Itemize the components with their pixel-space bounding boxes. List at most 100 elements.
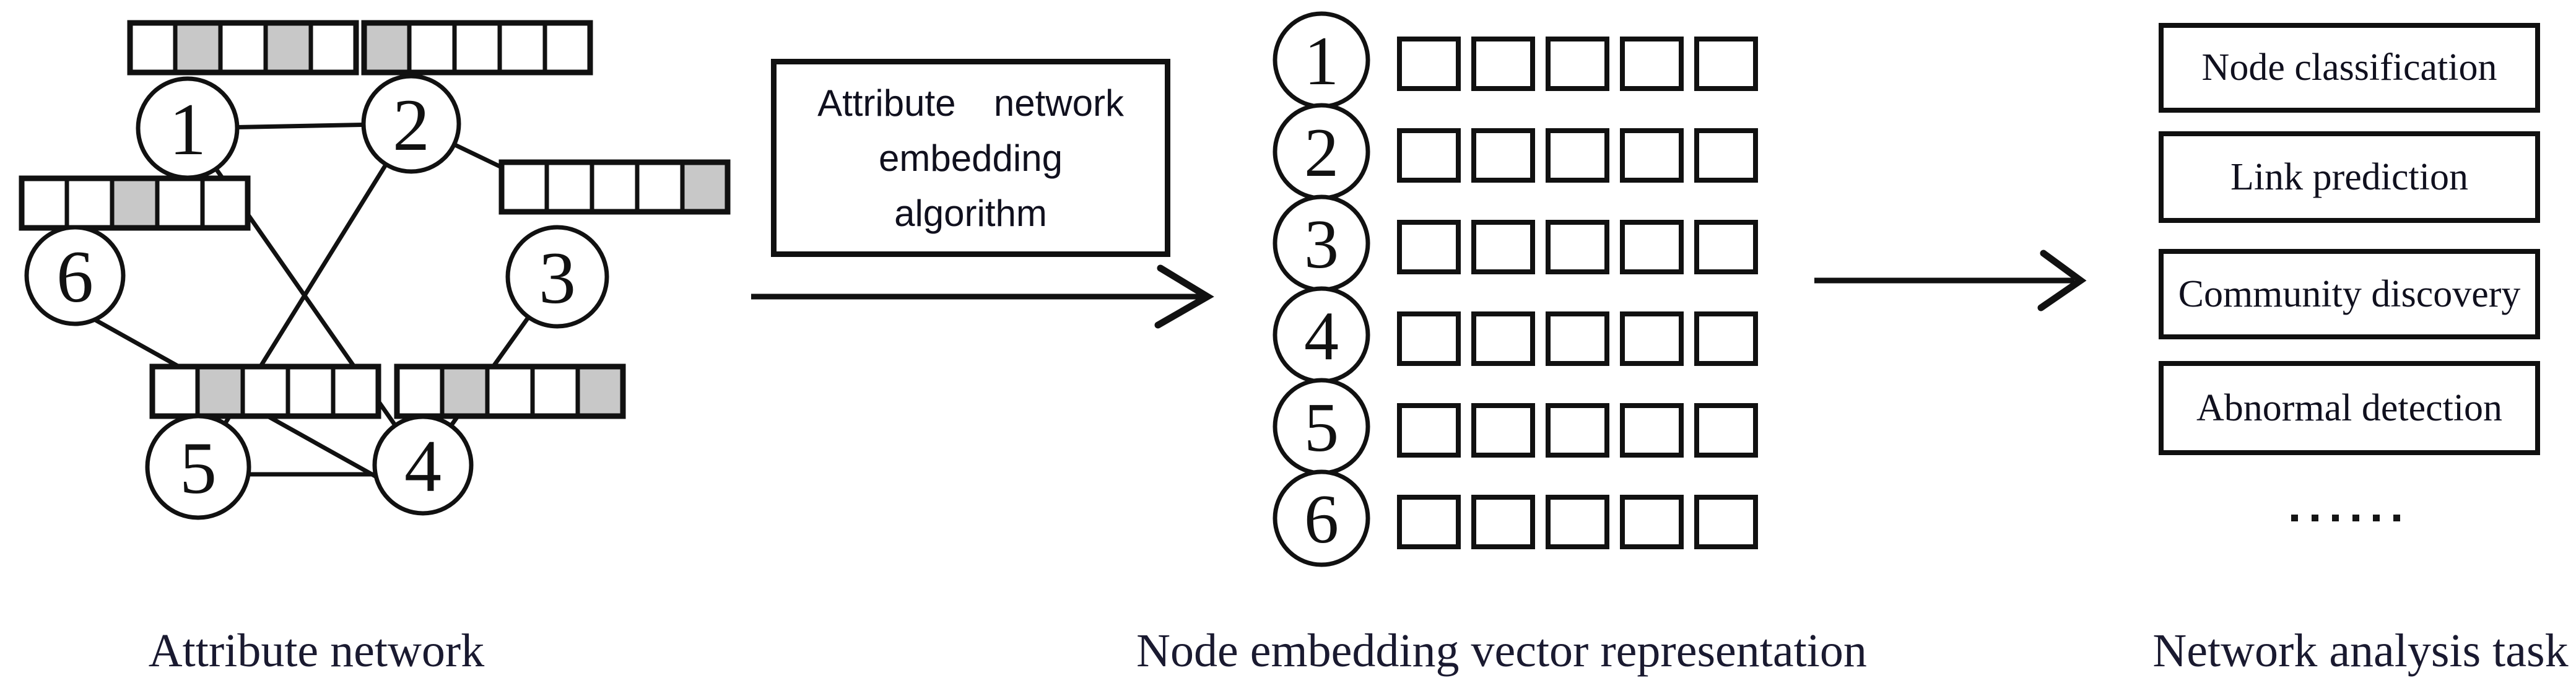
arrow-middle-to-right — [1814, 250, 2087, 311]
attr-row-node1 — [127, 20, 359, 76]
embedding-row-5: 5 — [1273, 378, 1758, 476]
embedding-cell — [1694, 128, 1758, 183]
attr-cell — [331, 364, 381, 419]
graph-node-3: 3 — [505, 225, 609, 329]
embedding-cell — [1546, 495, 1609, 549]
attr-cell — [200, 176, 250, 230]
node-number: 1 — [169, 88, 206, 170]
embedding-node-circle — [1273, 469, 1370, 567]
attr-cell — [218, 20, 268, 75]
flow-arrows — [751, 250, 2087, 329]
embedding-row-1: 1 — [1273, 11, 1758, 109]
graph-node-1: 1 — [136, 76, 240, 180]
algorithm-box-line3: algorithm — [894, 192, 1047, 234]
ellipsis-dot — [2312, 515, 2318, 521]
embedding-row-2: 2 — [1273, 103, 1758, 201]
embedding-node-number: 3 — [1304, 206, 1339, 283]
attr-cell — [150, 364, 200, 419]
node-number: 2 — [393, 84, 430, 166]
attr-cell — [440, 364, 490, 419]
attr-cell — [452, 20, 502, 75]
attr-row-outline — [19, 175, 251, 231]
embedding-cell — [1397, 495, 1461, 549]
attr-row-outline — [149, 363, 381, 419]
arrow-head — [1154, 264, 1214, 329]
ellipsis-dot — [2291, 515, 2298, 521]
task-box-abnormal-detection: Abnormal detection — [2159, 361, 2540, 455]
ellipsis-dot — [2332, 515, 2339, 521]
embedding-cell — [1694, 403, 1758, 458]
embedding-row-4: 4 — [1273, 286, 1758, 384]
ellipsis-dot — [2352, 515, 2359, 521]
ellipsis-dot — [2373, 515, 2380, 521]
embedding-cell — [1471, 220, 1535, 274]
attr-cell — [542, 20, 593, 75]
embedding-node-number: 5 — [1304, 389, 1339, 466]
node-number: 3 — [539, 237, 576, 319]
attr-row-outline — [394, 363, 626, 419]
embedding-cell — [1471, 128, 1535, 183]
attr-cell — [497, 20, 547, 75]
embedding-cell — [1694, 220, 1758, 274]
algorithm-box-line2: embedding — [879, 137, 1063, 179]
embedding-matrix: 1 2 3 4 5 6 — [1273, 11, 1758, 567]
attr-row-node2 — [361, 20, 593, 76]
embedding-cell — [1546, 403, 1609, 458]
attr-cell — [362, 20, 412, 75]
attr-cell — [635, 160, 685, 214]
attr-cell — [64, 176, 115, 230]
embedding-cell — [1694, 37, 1758, 91]
caption-attribute-network: Attribute network — [148, 625, 485, 677]
embedding-cell — [1620, 128, 1684, 183]
attr-row-outline — [361, 20, 593, 76]
attr-cell — [155, 176, 205, 230]
task-label: Abnormal detection — [2196, 386, 2503, 429]
attr-cell — [195, 364, 245, 419]
embedding-cell — [1471, 311, 1535, 366]
arrow-head — [2037, 250, 2087, 311]
embedding-cell — [1397, 220, 1461, 274]
attr-row-node5 — [149, 363, 381, 419]
embedding-node-number: 4 — [1304, 298, 1339, 375]
embedding-cell — [1694, 495, 1758, 549]
node-number: 4 — [404, 425, 442, 507]
attr-cell — [263, 20, 313, 75]
arrow-left-to-middle — [751, 264, 1214, 329]
embedding-cell — [1620, 495, 1684, 549]
embedding-node-number: 6 — [1304, 481, 1339, 558]
task-box-node-classification: Node classification — [2159, 23, 2540, 113]
embedding-cell — [1620, 37, 1684, 91]
embedding-cell — [1620, 220, 1684, 274]
ellipsis-dot — [2393, 515, 2400, 521]
embedding-cell — [1397, 128, 1461, 183]
embedding-cell — [1397, 311, 1461, 366]
attr-cell — [590, 160, 640, 214]
attr-cell — [575, 364, 625, 419]
node-circle — [24, 225, 126, 326]
attr-cell — [173, 20, 223, 75]
embedding-node-number: 2 — [1304, 115, 1339, 191]
attr-cell — [308, 20, 359, 75]
embedding-cell — [1546, 220, 1609, 274]
node-number: 6 — [56, 235, 94, 318]
caption-network-analysis-task: Network analysis task — [2152, 625, 2569, 677]
graph-node-6: 6 — [24, 225, 126, 326]
algorithm-box-line1: Attribute network — [817, 82, 1124, 124]
embedding-cell — [1546, 37, 1609, 91]
attr-cell — [680, 160, 730, 214]
node-circle — [136, 76, 240, 180]
node-circle — [372, 414, 474, 516]
node-circle — [505, 225, 609, 329]
embedding-node-number: 1 — [1304, 23, 1339, 100]
caption-node-embedding: Node embedding vector representation — [1136, 625, 1867, 677]
attr-cell — [485, 364, 535, 419]
attr-row-node4 — [394, 363, 626, 419]
attr-cell — [544, 160, 594, 214]
attr-cell — [110, 176, 160, 230]
embedding-cell — [1694, 311, 1758, 366]
algorithm-box: Attribute network embedding algorithm — [771, 59, 1170, 257]
embedding-cell — [1620, 311, 1684, 366]
attr-cell — [19, 176, 69, 230]
